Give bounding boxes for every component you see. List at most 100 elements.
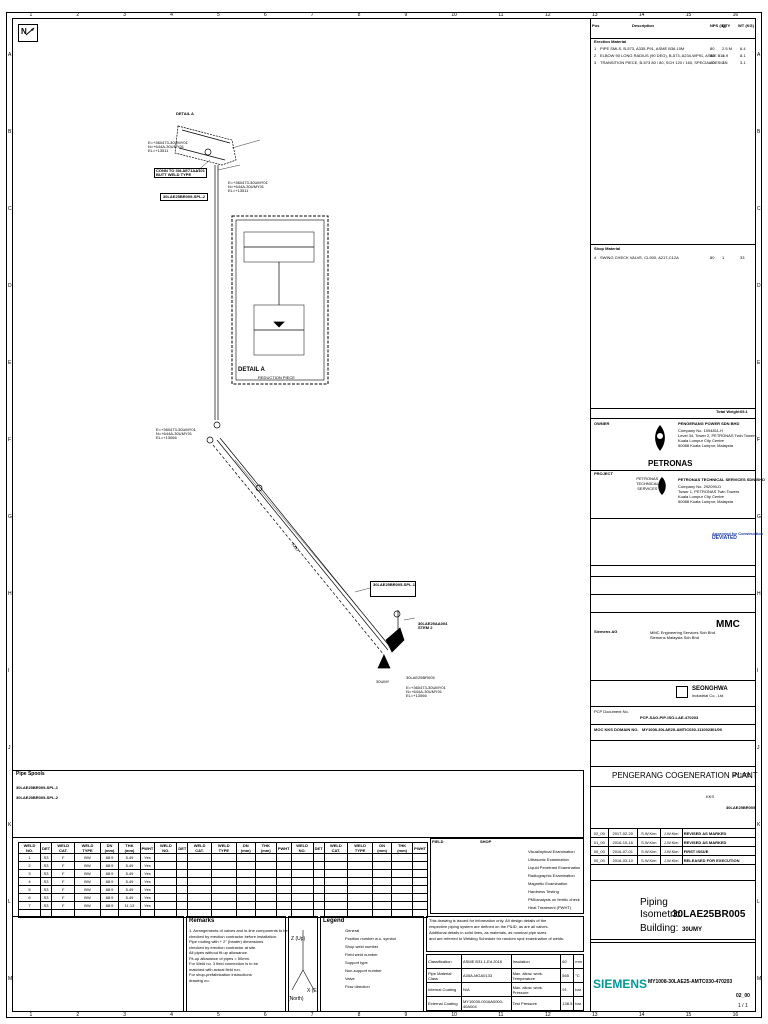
coord-line: EL=+13511 — [148, 148, 169, 154]
weld-table-cell — [275, 901, 292, 910]
title-piping: Piping — [640, 897, 668, 908]
revision-cell: REVISED AS MARKED — [681, 837, 757, 847]
seonghwa-logo-icon — [676, 686, 688, 698]
legend-item: Flow direction — [345, 984, 370, 989]
weld-table-cell: BW — [74, 901, 101, 910]
column-number: 2 — [76, 1012, 80, 1018]
weld-table-cell: S3 — [40, 877, 53, 886]
row-letter: E — [8, 360, 12, 367]
kks-value: 30LAE25BR005 — [726, 805, 756, 810]
moc-rev: 01/00 — [712, 727, 723, 732]
row-letter: I — [8, 667, 10, 674]
legend-item: Position number w.o. symbol — [345, 936, 396, 941]
row-letter: J — [757, 744, 760, 751]
approval-line: Approved for Construction — [712, 531, 764, 536]
weld-table-cell — [154, 909, 178, 918]
owner-address-line: Level 34, Tower 2, PETRONAS Twin Towers — [678, 433, 757, 438]
design-data-cell: Internal Coating — [426, 982, 462, 997]
north-arrow-icon: N — [21, 27, 35, 36]
siemens-ag-label: Siemens AG — [594, 629, 618, 634]
weld-table-cell — [372, 901, 393, 910]
weld-table-cell: F — [51, 893, 76, 902]
owner-name: PENGERANG POWER SDN BHD — [678, 421, 740, 426]
axis-box — [288, 916, 318, 1012]
coord-line: E=+360473-30UMY01 — [406, 685, 446, 690]
weld-table-cell: 88.9 — [99, 853, 120, 862]
design-data-cell: Pipe Material Class — [426, 968, 462, 983]
svg-text:X (East): X (East) — [307, 988, 318, 994]
weld-table-header: WELD TYPE — [210, 842, 237, 854]
weld-table-cell: Yes — [139, 877, 156, 886]
weld-table-cell — [391, 909, 414, 918]
design-data-cell: External Coating — [426, 996, 462, 1011]
weld-table-cell: S3 — [40, 861, 53, 870]
weld-table-cell: F — [51, 885, 76, 894]
weld-table-cell — [275, 893, 292, 902]
weld-table-cell: F — [51, 853, 76, 862]
valve-icon — [385, 627, 405, 653]
weld-table-cell: BW — [74, 877, 101, 886]
column-number: 6 — [263, 1012, 267, 1018]
title-sheet: 1 / 1 — [738, 1003, 748, 1009]
weld-table-cell — [391, 861, 414, 870]
revision-cell: J.W.Kim — [659, 846, 683, 856]
weld-table-cell: Yes — [139, 901, 156, 910]
siemens-logo-text: SIEMENS — [593, 977, 648, 991]
title-doc-no: MY1008-30LAE25-AMTC030-470203 — [648, 979, 733, 985]
weld-table-cell — [187, 853, 212, 862]
weld-table-header: WELD TYPE — [74, 842, 101, 854]
bom-total-label: Total Weight — [716, 409, 740, 414]
weld-table-cell — [254, 893, 277, 902]
weld-table-cell — [312, 885, 325, 894]
moc-no: MY1008-30LAE25-AMTIC030-1110023 — [642, 727, 713, 732]
inspection-shop-header: SHOP — [480, 839, 492, 844]
column-number: 2 — [76, 12, 80, 18]
row-letter: M — [757, 975, 762, 982]
kks-label: KKS — [706, 794, 715, 799]
revision-cell: 2016-03-10 — [607, 855, 638, 865]
row-letter: B — [757, 129, 761, 136]
weld-table-cell — [290, 877, 314, 886]
weld-table-cell — [391, 901, 414, 910]
inspection-row: Magnetic Examination — [528, 881, 568, 886]
coord-line: N=+644A-30UMY01 — [228, 184, 265, 190]
ptsb-logo-icon — [658, 477, 666, 495]
column-number: 5 — [216, 12, 220, 18]
bom-shop-title: Shop Material — [594, 246, 621, 251]
consultant-address-line: Kuala Lumpur City Centre — [678, 494, 725, 499]
pipe-spool-1: 30LAE25BR005-SPL-1 — [16, 785, 59, 790]
weld-table-header: PWHT — [275, 842, 292, 854]
inspection-row: Liquid Penetrant Examination — [528, 865, 581, 870]
weld-table-cell — [347, 909, 374, 918]
weld-table-cell — [347, 853, 374, 862]
owner-label: OWNER — [594, 421, 610, 426]
row-letter: B — [8, 129, 12, 136]
consultant-address-line: Tower 1, PETRONAS Twin Towers — [678, 489, 740, 494]
design-data-cell: Max. allow. work. Pressure — [510, 982, 562, 997]
bom-cell: 80 — [710, 60, 715, 65]
remarks-line: All pipes without fit-up allowance. — [189, 950, 248, 955]
test-note-line: This drawing is issued for information o… — [429, 918, 547, 923]
weld-table-header: WELD NO. — [290, 842, 314, 854]
weld-table-cell — [235, 853, 256, 862]
legend-item: Field weld number — [345, 952, 378, 957]
weld-table-cell — [154, 861, 178, 870]
revision-cell: J.W.Kim — [659, 855, 683, 865]
revision-cell: 02_00 — [590, 828, 609, 838]
remarks-line: 1. Arrangements of valves and in-line co… — [189, 928, 288, 933]
seonghwa-name: SEONGHWA — [692, 686, 728, 692]
column-number: 4 — [170, 1012, 173, 1018]
column-number: 1 — [29, 1012, 33, 1018]
row-letter: J — [8, 744, 11, 751]
weld-table-cell — [290, 869, 314, 878]
row-letter: E — [757, 360, 761, 367]
